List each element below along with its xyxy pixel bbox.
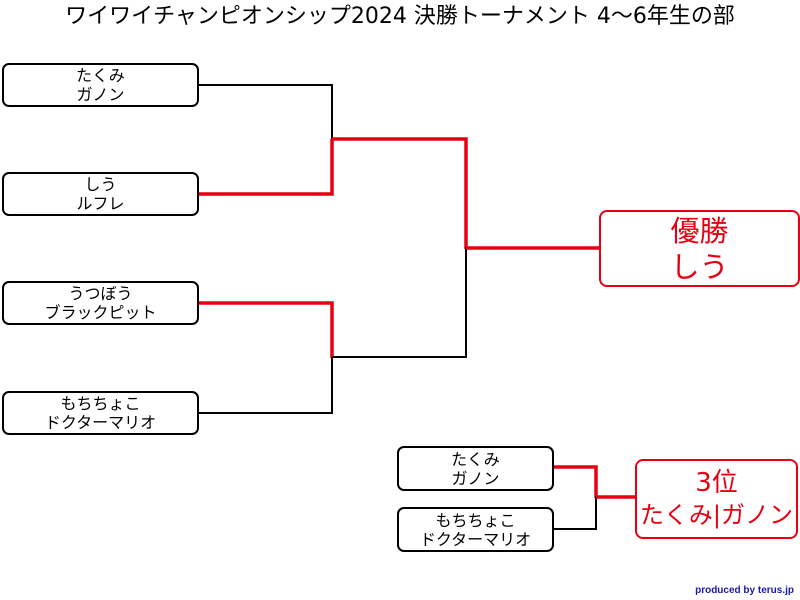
third-entrant-box-2: もちちょこ ドクターマリオ <box>397 507 554 552</box>
entrant-character: ドクターマリオ <box>44 413 157 432</box>
champion-box: 優勝 しう <box>599 210 800 287</box>
entrant-player: たくみ <box>451 449 500 469</box>
line-entrant-4 <box>198 357 333 414</box>
entrant-player: もちちょこ <box>435 510 516 530</box>
line-semifinal-1 <box>332 137 468 249</box>
line-third-entrant-1 <box>553 465 598 498</box>
third-place-box: 3位 たくみ|ガノン <box>635 459 798 539</box>
entrant-box-1: たくみ ガノン <box>2 63 199 107</box>
third-place-name: たくみ|ガノン <box>639 501 794 529</box>
entrant-box-4: もちちょこ ドクターマリオ <box>2 391 199 435</box>
entrant-character: ルフレ <box>76 194 125 213</box>
entrant-player: もちちょこ <box>60 394 141 413</box>
entrant-character: ドクターマリオ <box>419 529 532 549</box>
line-entrant-2 <box>198 139 334 196</box>
line-entrant-1 <box>198 84 333 140</box>
page-title: ワイワイチャンピオンシップ2024 決勝トーナメント 4〜6年生の部 <box>65 4 735 29</box>
entrant-player: うつぼう <box>68 284 133 303</box>
entrant-character: ブラックピット <box>44 303 157 322</box>
entrant-player: たくみ <box>76 66 125 85</box>
third-entrant-box-1: たくみ ガノン <box>397 446 554 491</box>
entrant-character: ガノン <box>76 85 125 104</box>
champion-label: 優勝 <box>670 213 729 248</box>
entrant-box-2: しう ルフレ <box>2 172 199 216</box>
entrant-player: しう <box>84 175 117 194</box>
champion-name: しう <box>670 249 729 284</box>
entrant-character: ガノン <box>451 468 500 488</box>
third-place-label: 3位 <box>695 468 738 498</box>
line-entrant-3 <box>198 301 334 358</box>
line-third-entrant-2 <box>553 496 597 530</box>
credit-text: produced by terus.jp <box>695 585 794 596</box>
line-semifinal-2 <box>332 247 467 358</box>
entrant-box-3: うつぼう ブラックピット <box>2 281 199 325</box>
